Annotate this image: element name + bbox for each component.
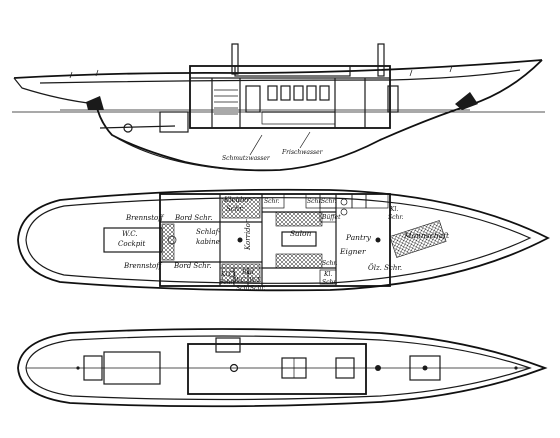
skylight bbox=[234, 65, 351, 77]
main-mast bbox=[377, 43, 385, 77]
skylight-deck bbox=[215, 337, 241, 353]
bunk-top bbox=[221, 197, 261, 219]
window-2 bbox=[280, 85, 291, 101]
label-schr-bottom-a: Schr. bbox=[236, 285, 252, 292]
hull-inner-plan bbox=[25, 197, 532, 284]
label-schmutzwasser: Schmutzwasser bbox=[222, 155, 271, 162]
schlafkabine-bunk bbox=[161, 223, 175, 261]
window-1 bbox=[267, 85, 278, 101]
label-kl-bottom-r-1: Kl. bbox=[323, 271, 332, 278]
window-4 bbox=[306, 85, 317, 101]
label-schlaf-2: kabine bbox=[196, 238, 220, 246]
forehatch bbox=[409, 355, 441, 381]
window-3 bbox=[293, 85, 304, 101]
mizzen-mast-deck bbox=[229, 363, 239, 373]
mannschaft-bunk bbox=[389, 220, 447, 258]
label-mannschaft: Mannschaft bbox=[403, 231, 450, 240]
settee bbox=[261, 111, 336, 125]
propeller bbox=[123, 123, 133, 133]
stern-hatch bbox=[86, 96, 104, 110]
main-mast-deck bbox=[375, 365, 381, 371]
main-mast-plan bbox=[375, 237, 381, 243]
cockpit-hatch bbox=[83, 355, 103, 381]
label-wc-wt: W.C. W.T. bbox=[234, 277, 261, 284]
companion-ladder bbox=[214, 89, 238, 115]
sheer-line bbox=[13, 59, 543, 79]
label-schlaf-1: Schlaf- bbox=[196, 228, 221, 236]
salon-settee-bottom bbox=[275, 253, 323, 269]
deck-cockpit bbox=[103, 351, 161, 385]
accommodation-plan: Brennstoff Bord Schr. Kleider- Schr. Sch… bbox=[17, 188, 550, 292]
label-olz-schr: Ölz. Schr. bbox=[368, 263, 402, 272]
label-buffet: Büffet bbox=[321, 214, 341, 221]
mizzen-mast-plan bbox=[237, 237, 243, 243]
propeller-shaft bbox=[99, 125, 176, 129]
profile-view: Schmutzwasser Frischwasser bbox=[12, 43, 545, 172]
deck-plan bbox=[17, 328, 548, 408]
label-brennstoff-top: Brennstoff bbox=[125, 214, 164, 222]
label-schr-top-b: Schr. bbox=[264, 198, 280, 205]
label-wc: W.C. bbox=[122, 230, 138, 238]
deck-line bbox=[39, 69, 521, 84]
label-frischwasser: Frischwasser bbox=[281, 149, 324, 156]
label-kl-bottom-2: Schr. bbox=[219, 279, 235, 286]
hull-outline-deck bbox=[17, 328, 548, 408]
bunk-bottom bbox=[221, 263, 261, 283]
window-5 bbox=[319, 85, 330, 101]
label-kl-bottom-1: Kl. bbox=[220, 271, 229, 278]
label-kleider-2: Schr. bbox=[226, 205, 244, 213]
label-schr-salon: Schr. bbox=[322, 260, 338, 267]
label-bad: Bad bbox=[241, 269, 254, 276]
label-bord-schr-bottom: Bord Schr. bbox=[173, 262, 211, 270]
label-kleider-1: Kleider- bbox=[223, 196, 253, 204]
salon-settee-top bbox=[275, 211, 323, 227]
label-cockpit: Cockpit bbox=[118, 240, 145, 248]
label-korridor: Korridor bbox=[244, 219, 252, 251]
engine bbox=[159, 111, 189, 133]
label-schr-top-d: Schr. bbox=[321, 198, 337, 205]
label-salon: Salon bbox=[290, 229, 312, 238]
keel-line bbox=[111, 134, 241, 171]
door-1 bbox=[245, 85, 261, 113]
door-2 bbox=[387, 85, 399, 113]
label-kl-schr-top-2: Schr. bbox=[388, 214, 404, 221]
label-schr-top-c: Schr. bbox=[307, 198, 323, 205]
hull-outline-plan bbox=[17, 188, 550, 292]
deckhouse-top bbox=[187, 343, 367, 395]
label-brennstoff-bottom: Brennstoff bbox=[123, 262, 162, 270]
label-eigner: Eigner bbox=[339, 247, 366, 256]
label-bord-schr-top: Bord Schr. bbox=[174, 214, 212, 222]
label-schr-bottom-b: Schr. bbox=[250, 285, 266, 292]
cabin-windows bbox=[245, 85, 399, 113]
label-pantry: Pantry bbox=[345, 233, 372, 242]
label-kl-schr-top-1: Kl. bbox=[389, 206, 398, 213]
label-kl-bottom-r-2: Schr. bbox=[322, 279, 338, 286]
bow-hatch bbox=[455, 92, 478, 110]
salon-table bbox=[281, 231, 317, 247]
mizzen-mast bbox=[231, 43, 239, 75]
